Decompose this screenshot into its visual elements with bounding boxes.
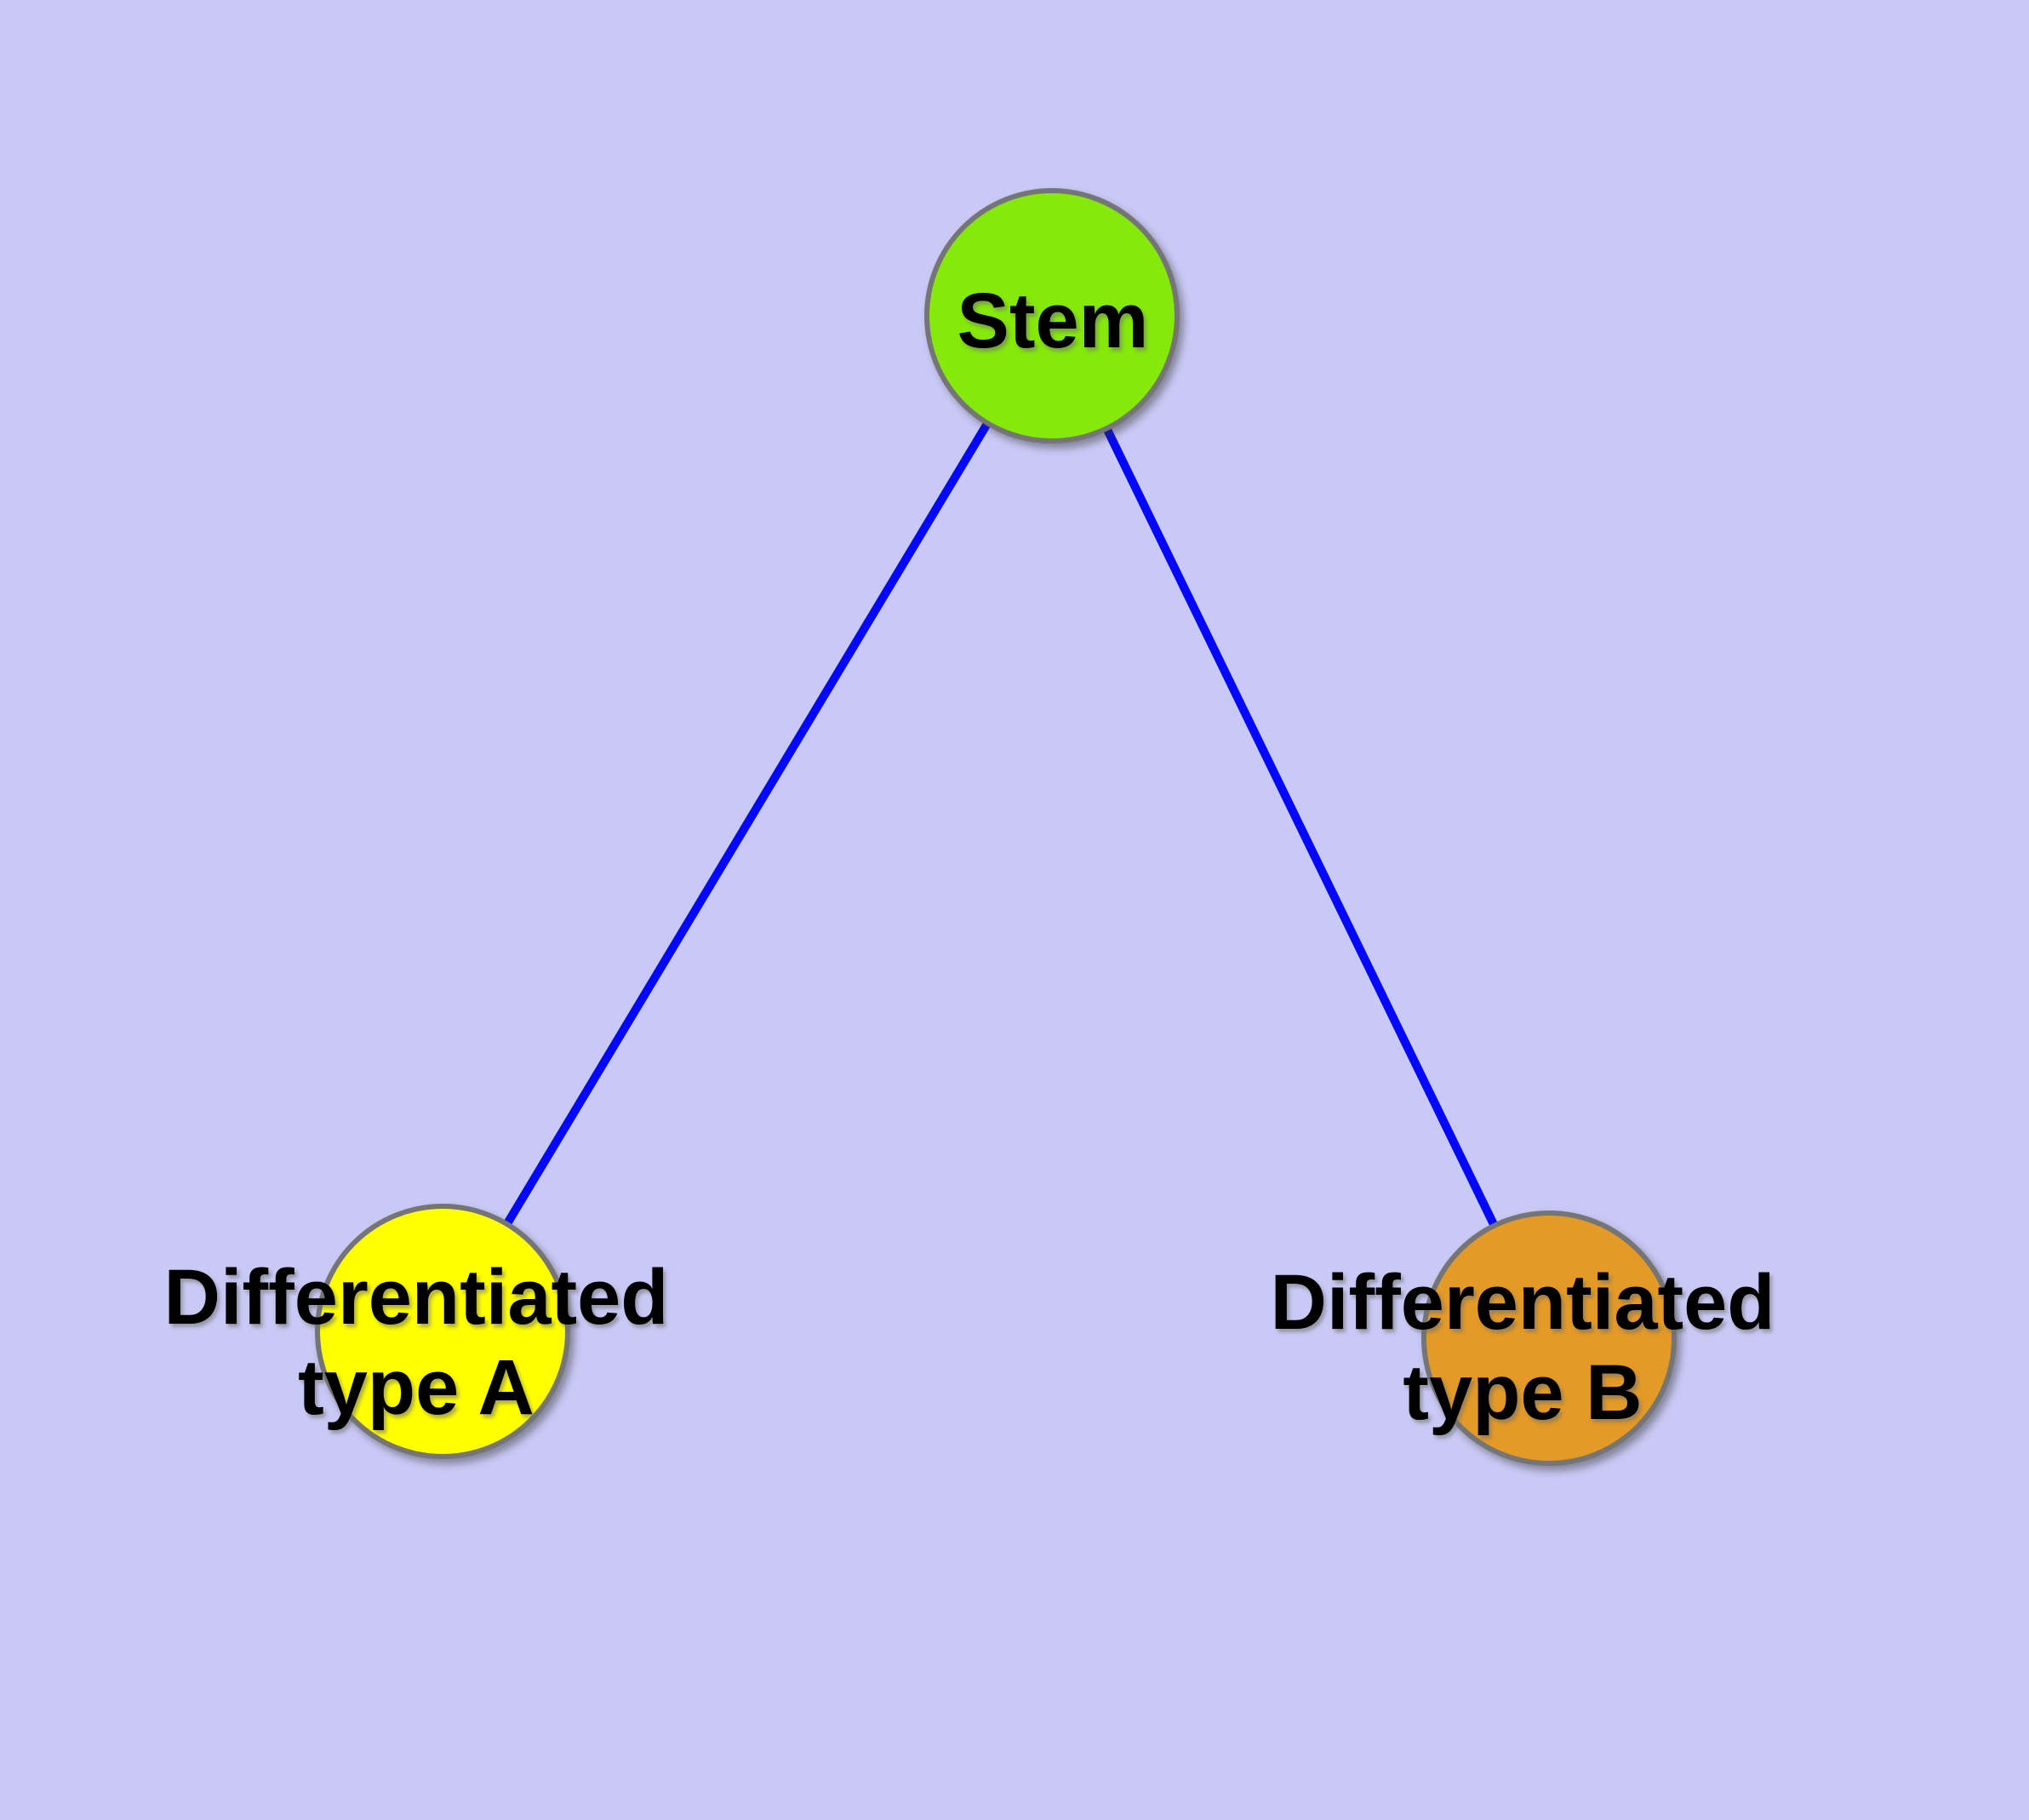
node-type-a-label-line-1: Differentiated	[163, 1254, 669, 1341]
node-differentiated-type-b	[1421, 1210, 1677, 1466]
node-stem-label: Stem	[957, 276, 1149, 366]
node-type-b-label-line-2: type B	[1403, 1349, 1643, 1436]
node-type-b-label-line-1: Differentiated	[1270, 1259, 1775, 1346]
node-type-a-label-line-2: type A	[298, 1344, 534, 1431]
edge-stem-to-type-a	[438, 312, 1056, 1336]
node-type-b-label: Differentiated type B	[1271, 1257, 1775, 1438]
edge-stem-to-type-b	[1048, 312, 1553, 1342]
node-type-a-label: Differentiated type A	[164, 1252, 669, 1433]
node-stem	[924, 188, 1180, 444]
node-stem-label-line: Stem	[957, 278, 1149, 364]
node-differentiated-type-a	[315, 1204, 570, 1459]
